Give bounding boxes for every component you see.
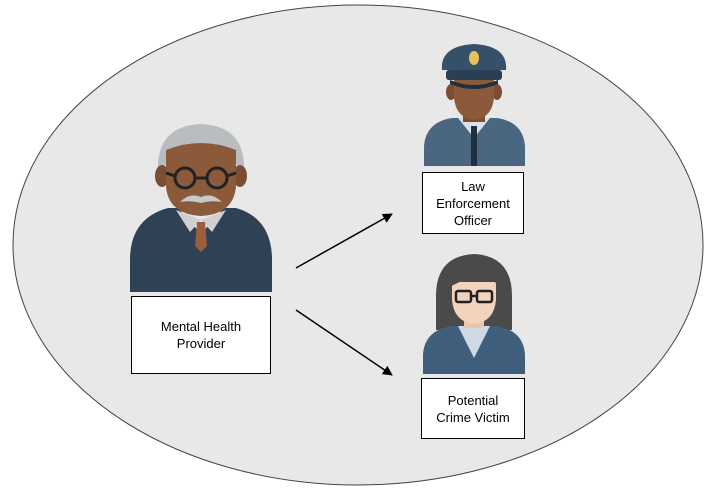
officer-label-line-1: Law — [461, 178, 485, 194]
elderly-man-with-glasses-and-mustache-icon — [130, 124, 272, 292]
arrow-to-victim — [295, 309, 393, 376]
law-enforcement-officer-label: Law Enforcement Officer — [422, 172, 524, 234]
context-ellipse — [12, 4, 704, 486]
officer-label-line-3: Officer — [453, 212, 493, 228]
woman-with-glasses-icon — [423, 254, 525, 374]
provider-label-line-2: Provider — [176, 336, 226, 351]
victim-label-line-2: Crime Victim — [436, 409, 510, 425]
arrow-to-officer — [295, 213, 393, 269]
provider-label-line-1: Mental Health — [160, 319, 242, 334]
officer-label-line-2: Enforcement — [436, 195, 510, 211]
victim-label-line-1: Potential — [447, 392, 499, 408]
mental-health-provider-label: Mental Health Provider — [131, 296, 271, 374]
police-officer-icon — [424, 44, 525, 166]
potential-crime-victim-label: Potential Crime Victim — [421, 378, 525, 439]
